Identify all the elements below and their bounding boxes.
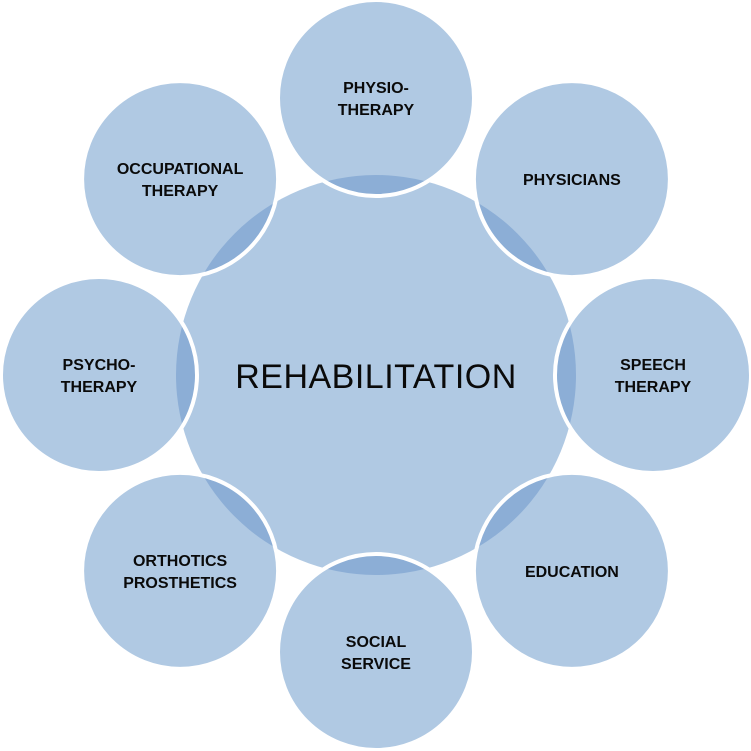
circle-physicians [473, 81, 670, 278]
circle-speech-therapy [555, 277, 751, 473]
circle-physiotherapy [278, 0, 474, 196]
label-speech-therapy-line-2: THERAPY [615, 379, 692, 396]
circle-orthotics-prosthetics [82, 472, 279, 669]
label-physiotherapy-line-1: PHYSIO- [343, 80, 409, 97]
label-physiotherapy-line-2: THERAPY [338, 102, 415, 119]
circle-psychotherapy [1, 277, 197, 473]
label-occupational-therapy-line-2: THERAPY [142, 183, 219, 200]
circle-social-service [278, 554, 474, 750]
label-occupational-therapy-line-1: OCCUPATIONAL [117, 161, 244, 178]
label-speech-therapy-line-1: SPEECH [620, 357, 686, 374]
label-social-service-line-1: SOCIAL [346, 634, 407, 651]
label-psychotherapy-line-1: PSYCHO- [63, 357, 136, 374]
ring-physicians [471, 79, 672, 280]
label-education-line-1: EDUCATION [525, 564, 619, 581]
ring-speech-therapy [553, 275, 751, 475]
ring-education [471, 470, 672, 671]
ring-occupational-therapy [80, 79, 281, 280]
label-physicians-line-1: PHYSICIANS [523, 172, 621, 189]
node-labels: PHYSIO- THERAPY PHYSICIANS SPEECH THERAPY EDU… [61, 80, 692, 673]
circle-education [473, 472, 670, 669]
ring-physiotherapy [276, 0, 476, 198]
circle-occupational-therapy [82, 81, 279, 278]
ring-social-service [276, 552, 476, 751]
ring-psychotherapy [0, 275, 199, 475]
center-label: REHABILITATION [235, 358, 517, 396]
ring-orthotics-prosthetics [80, 470, 281, 671]
center-circle [176, 175, 576, 575]
label-orthotics-prosthetics-line-2: PROSTHETICS [123, 575, 237, 592]
label-orthotics-prosthetics-line-1: ORTHOTICS [133, 553, 228, 570]
label-social-service-line-2: SERVICE [341, 656, 411, 673]
label-psychotherapy-line-2: THERAPY [61, 379, 138, 396]
